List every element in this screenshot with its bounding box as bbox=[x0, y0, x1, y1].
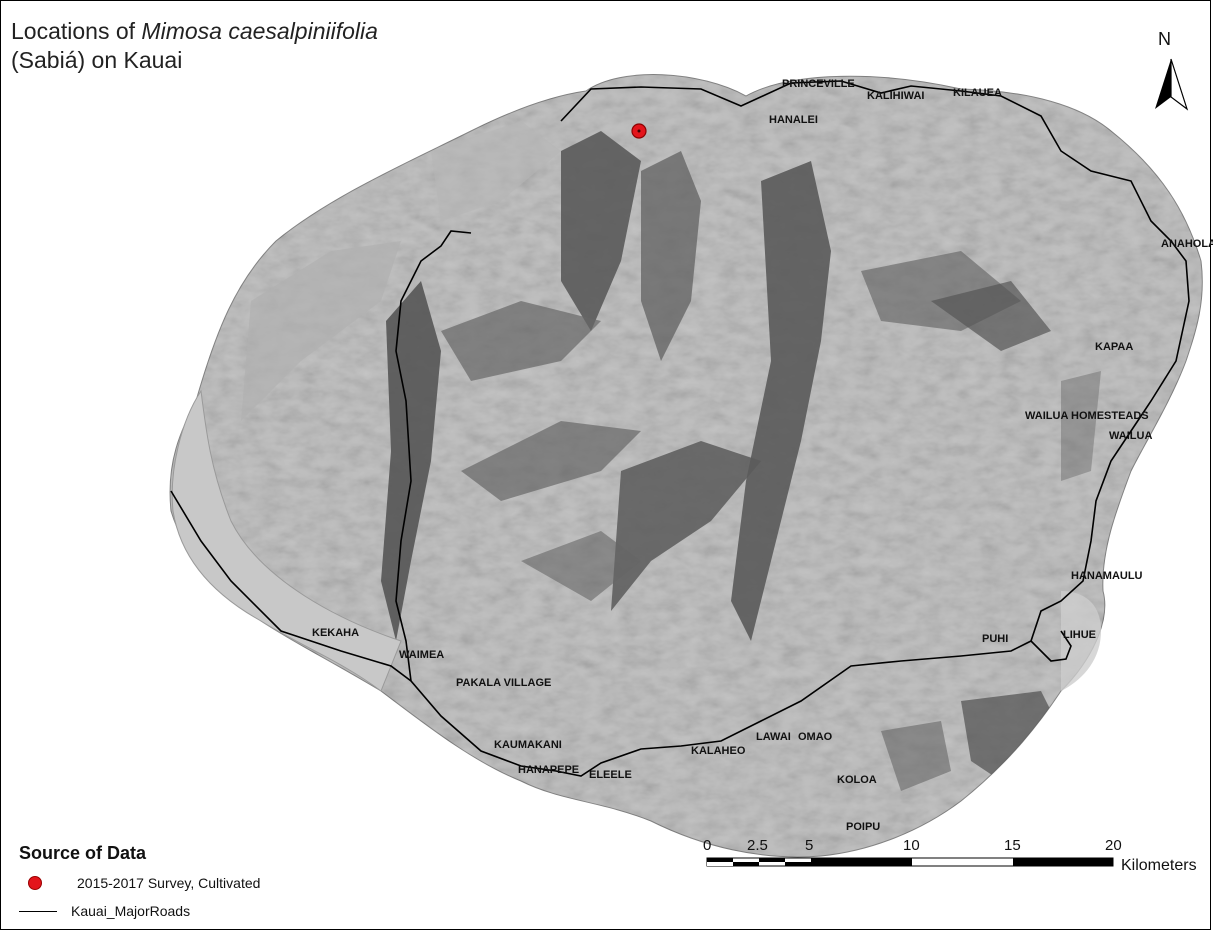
place-princeville: PRINCEVILLE bbox=[782, 78, 855, 90]
east-coastal-lowland bbox=[1061, 591, 1101, 691]
scale-bar: 0 2.5 5 10 15 20 Kilometers bbox=[703, 837, 1197, 874]
legend-title: Source of Data bbox=[19, 843, 147, 863]
place-koloa: KOLOA bbox=[837, 774, 877, 786]
road-line-icon bbox=[19, 910, 57, 912]
place-hanapepe: HANAPEPE bbox=[518, 764, 579, 776]
major-roads bbox=[170, 80, 1190, 777]
west-coastal-plain bbox=[171, 389, 402, 692]
place-hanalei: HANALEI bbox=[769, 114, 818, 126]
scale-tick-2-5: 2.5 bbox=[747, 837, 768, 854]
valley-shading bbox=[241, 121, 1101, 791]
place-waimea: WAIMEA bbox=[399, 649, 444, 661]
road-lihue-branch bbox=[1030, 630, 1072, 662]
place-eleele: ELEELE bbox=[589, 769, 632, 781]
legend-survey-row: 2015-2017 Survey, Cultivated bbox=[19, 875, 260, 891]
place-kaumakani: KAUMAKANI bbox=[494, 739, 562, 751]
place-kekaha: KEKAHA bbox=[312, 627, 359, 639]
legend-survey-label: 2015-2017 Survey, Cultivated bbox=[77, 875, 261, 891]
place-omao: OMAO bbox=[798, 731, 833, 743]
place-anahola: ANAHOLA bbox=[1161, 238, 1213, 250]
place-lawai: LAWAI bbox=[756, 731, 791, 743]
map-title: Locations of Mimosa caesalpiniifolia (Sa… bbox=[11, 17, 378, 75]
red-dot-icon bbox=[28, 876, 42, 890]
island-terrain bbox=[169, 74, 1203, 858]
north-label: N bbox=[1158, 29, 1171, 49]
title-prefix: Locations of bbox=[11, 18, 142, 44]
place-labels: PRINCEVILLE KALIHIWAI HANALEI KILAUEA AN… bbox=[312, 78, 1213, 833]
place-kilauea: KILAUEA bbox=[953, 87, 1002, 99]
legend-roads-row: Kauai_MajorRoads bbox=[19, 903, 190, 919]
place-hanamaulu: HANAMAULU bbox=[1071, 570, 1143, 582]
road-north-east bbox=[170, 80, 1190, 777]
scale-unit: Kilometers bbox=[1121, 857, 1197, 874]
place-wailua: WAILUA bbox=[1109, 430, 1152, 442]
place-puhi: PUHI bbox=[982, 633, 1008, 645]
scale-tick-20: 20 bbox=[1105, 837, 1122, 854]
survey-point[interactable] bbox=[631, 123, 647, 139]
place-pakala-village: PAKALA VILLAGE bbox=[456, 677, 551, 689]
place-kalaheo: KALAHEO bbox=[691, 745, 746, 757]
scale-tick-0: 0 bbox=[703, 837, 711, 854]
title-line2: (Sabiá) on Kauai bbox=[11, 47, 183, 73]
road-waimea-canyon bbox=[395, 230, 472, 682]
place-poipu: POIPU bbox=[846, 821, 880, 833]
place-lihue: LIHUE bbox=[1063, 629, 1096, 641]
place-kapaa: KAPAA bbox=[1095, 341, 1133, 353]
north-arrow bbox=[1155, 58, 1189, 111]
legend-roads-label: Kauai_MajorRoads bbox=[71, 903, 191, 919]
place-kalihiwai: KALIHIWAI bbox=[867, 90, 924, 102]
title-species: Mimosa caesalpiniifolia bbox=[141, 18, 378, 44]
scale-tick-5: 5 bbox=[805, 837, 813, 854]
scale-tick-10: 10 bbox=[903, 837, 920, 854]
place-wailua-homesteads: WAILUA HOMESTEADS bbox=[1025, 410, 1149, 422]
scale-tick-15: 15 bbox=[1004, 837, 1021, 854]
